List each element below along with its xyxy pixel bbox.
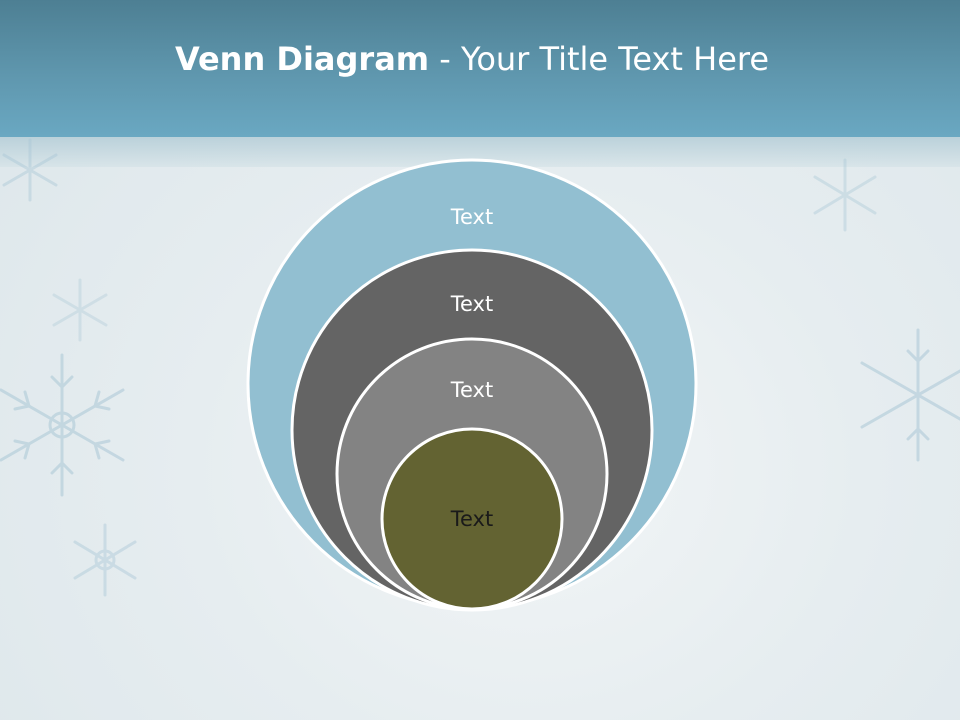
venn-label-outer: Text <box>450 205 493 229</box>
venn-label-third: Text <box>450 378 493 402</box>
venn-circle-inner <box>380 427 564 611</box>
slide-title: Venn Diagram - Your Title Text Here <box>0 40 944 78</box>
snowflake-icon <box>2 138 58 202</box>
snowflake-icon <box>860 328 960 462</box>
snowflake-icon <box>813 158 877 232</box>
venn-label-second: Text <box>450 292 493 316</box>
title-rest: - Your Title Text Here <box>429 40 770 78</box>
snowflake-icon <box>73 523 137 597</box>
snowflake-icon <box>52 278 108 342</box>
snowflake-icon <box>0 353 125 497</box>
venn-label-inner: Text <box>450 507 493 531</box>
title-bold: Venn Diagram <box>174 40 430 78</box>
title-bar <box>0 0 960 137</box>
